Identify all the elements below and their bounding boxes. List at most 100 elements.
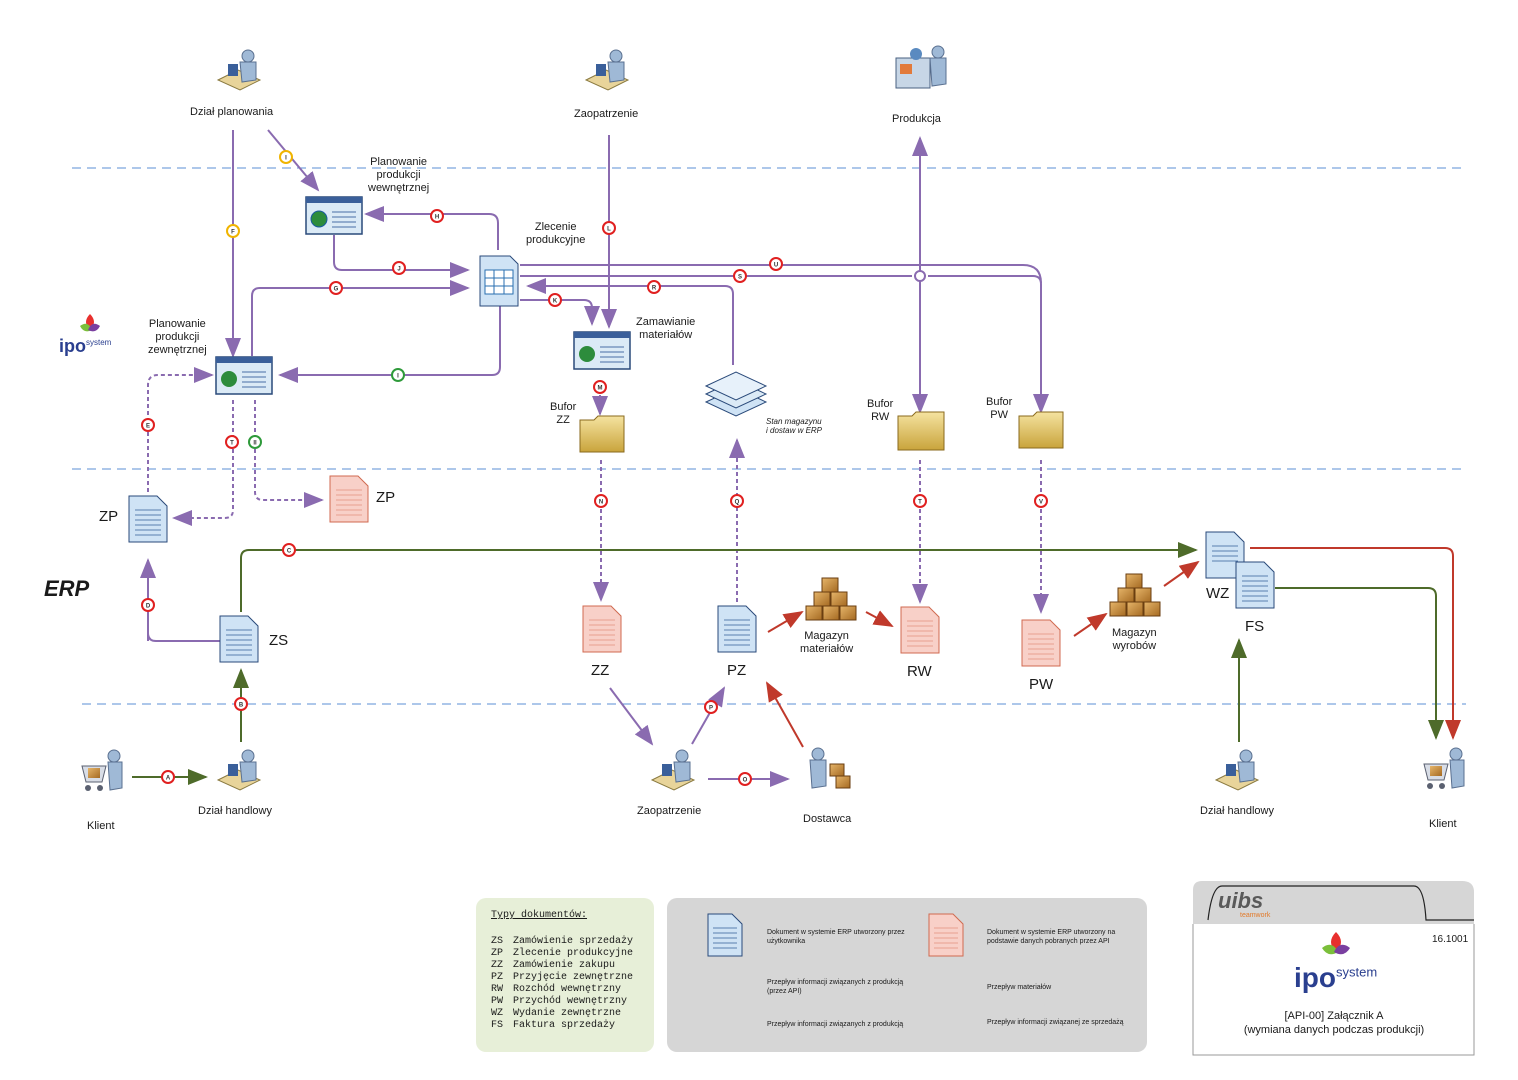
flow-marker: F — [226, 224, 240, 238]
label-produkcja: Produkcja — [892, 113, 941, 125]
junction-node — [914, 270, 926, 282]
flow-marker-letter: R — [652, 286, 657, 292]
label-dzial-handlowy-right: Dział handlowy — [1200, 805, 1274, 817]
flow-marker-letter: V — [1039, 500, 1043, 506]
ipo-logo-left-icon — [80, 314, 100, 332]
titlebox-line1: [API-00] Załącznik A — [1284, 1010, 1384, 1022]
flow-marker-letter: H — [435, 215, 439, 221]
flow-marker: L — [602, 221, 616, 235]
folder-bufor-zz-icon — [579, 415, 625, 453]
flow-marker-letter: A — [166, 776, 171, 782]
flow-marker-letter: N — [599, 500, 603, 506]
table-zlecenie-icon — [479, 255, 519, 307]
person-klient-left-icon — [81, 749, 123, 791]
flow-marker-letter: E — [146, 424, 150, 430]
uibs-logo-sub: teamwork — [1240, 912, 1271, 919]
flow-marker-letter: Q — [735, 500, 740, 506]
legend-doc-api-icon — [928, 913, 964, 957]
doc-fs-icon — [1235, 561, 1275, 609]
legend-symbols: Dokument w systemie ERP utworzony przez … — [667, 898, 1147, 1052]
flow-marker-letter: L — [607, 227, 611, 233]
production-flows — [140, 129, 1041, 787]
flow-marker: M — [593, 380, 607, 394]
person-klient-right-icon — [1423, 747, 1465, 789]
legend-doc-api-text: Dokument w systemie ERP utworzony na pod… — [987, 929, 1116, 945]
person-produkcja-icon — [895, 45, 947, 89]
person-dzial-planowania-icon — [216, 49, 262, 91]
stack-stan-magazynu-icon — [704, 371, 768, 417]
label-zaopatrzenie-top: Zaopatrzenie — [574, 108, 639, 120]
flow-marker-letter: S — [738, 275, 742, 281]
warehouse-products-icon — [1109, 573, 1161, 617]
doc-zp-right-icon — [329, 475, 369, 523]
doc-zp-left-icon — [128, 495, 168, 543]
folder-bufor-pw-icon — [1018, 411, 1064, 449]
doc-rw-icon — [900, 606, 940, 654]
uibs-logo: uibs — [1218, 888, 1264, 913]
flow-marker-letter: J — [397, 267, 400, 273]
screen-plan-zewn-icon — [215, 356, 273, 395]
legend-types-title: Typy dokumentów: — [491, 910, 588, 921]
flow-marker-letter: U — [774, 263, 778, 269]
flow-marker: N — [594, 494, 608, 508]
api-flows — [147, 367, 1049, 614]
legend-doc-user-text: Dokument w systemie ERP utworzony przez … — [767, 929, 905, 945]
legend-doc-icons — [707, 913, 964, 957]
label-pz: PZ — [727, 662, 747, 679]
flow-marker-letter: I — [285, 156, 287, 162]
label-zp-left: ZP — [99, 508, 119, 525]
label-wz: WZ — [1206, 585, 1230, 602]
titlebox-line2: (wymiana danych podczas produkcji) — [1243, 1024, 1425, 1036]
person-dzial-handlowy-left-icon — [216, 749, 262, 791]
label-fs: FS — [1245, 618, 1265, 635]
flow-marker-letter: D — [146, 604, 151, 610]
flow-marker: S — [733, 269, 747, 283]
ipo-logo-title: iposystem — [1294, 962, 1378, 993]
flow-marker: K — [548, 293, 562, 307]
label-klient-left: Klient — [87, 820, 115, 832]
flow-marker-letter: K — [553, 299, 558, 305]
flow-marker-letter: T — [918, 500, 922, 506]
ipo-logo-title-icon — [1322, 932, 1350, 955]
flow-marker: J — [392, 261, 406, 275]
flow-marker: II — [248, 435, 262, 449]
flow-marker: G — [329, 281, 343, 295]
person-dzial-handlowy-right-icon — [1214, 749, 1260, 791]
person-zaopatrzenie-top-icon — [584, 49, 630, 91]
screen-zamawianie-icon — [573, 331, 631, 370]
flow-marker: P — [704, 700, 718, 714]
legend-doc-user-icon — [707, 913, 743, 957]
doc-pz-icon — [717, 605, 757, 653]
label-zp-right: ZP — [376, 489, 396, 506]
label-zs: ZS — [269, 632, 289, 649]
flow-marker-letter: G — [334, 287, 339, 293]
ipo-logo-left: iposystem — [59, 336, 112, 356]
flow-marker-letter: T — [230, 441, 234, 447]
flow-marker: Q — [730, 494, 744, 508]
doc-wz-icon — [1205, 531, 1245, 579]
folder-bufor-rw-icon — [897, 411, 945, 451]
flow-marker-letter: O — [743, 778, 748, 784]
flow-marker: R — [647, 280, 661, 294]
warehouse-materials-icon — [805, 577, 857, 621]
flow-marker: O — [738, 772, 752, 786]
label-dzial-handlowy-left: Dział handlowy — [198, 805, 272, 817]
legend-flow-sales-text: Przepływ informacji związanej ze sprzeda… — [987, 1019, 1124, 1026]
version-number: 16.1001 — [1432, 934, 1469, 945]
flow-marker: I — [279, 150, 293, 164]
